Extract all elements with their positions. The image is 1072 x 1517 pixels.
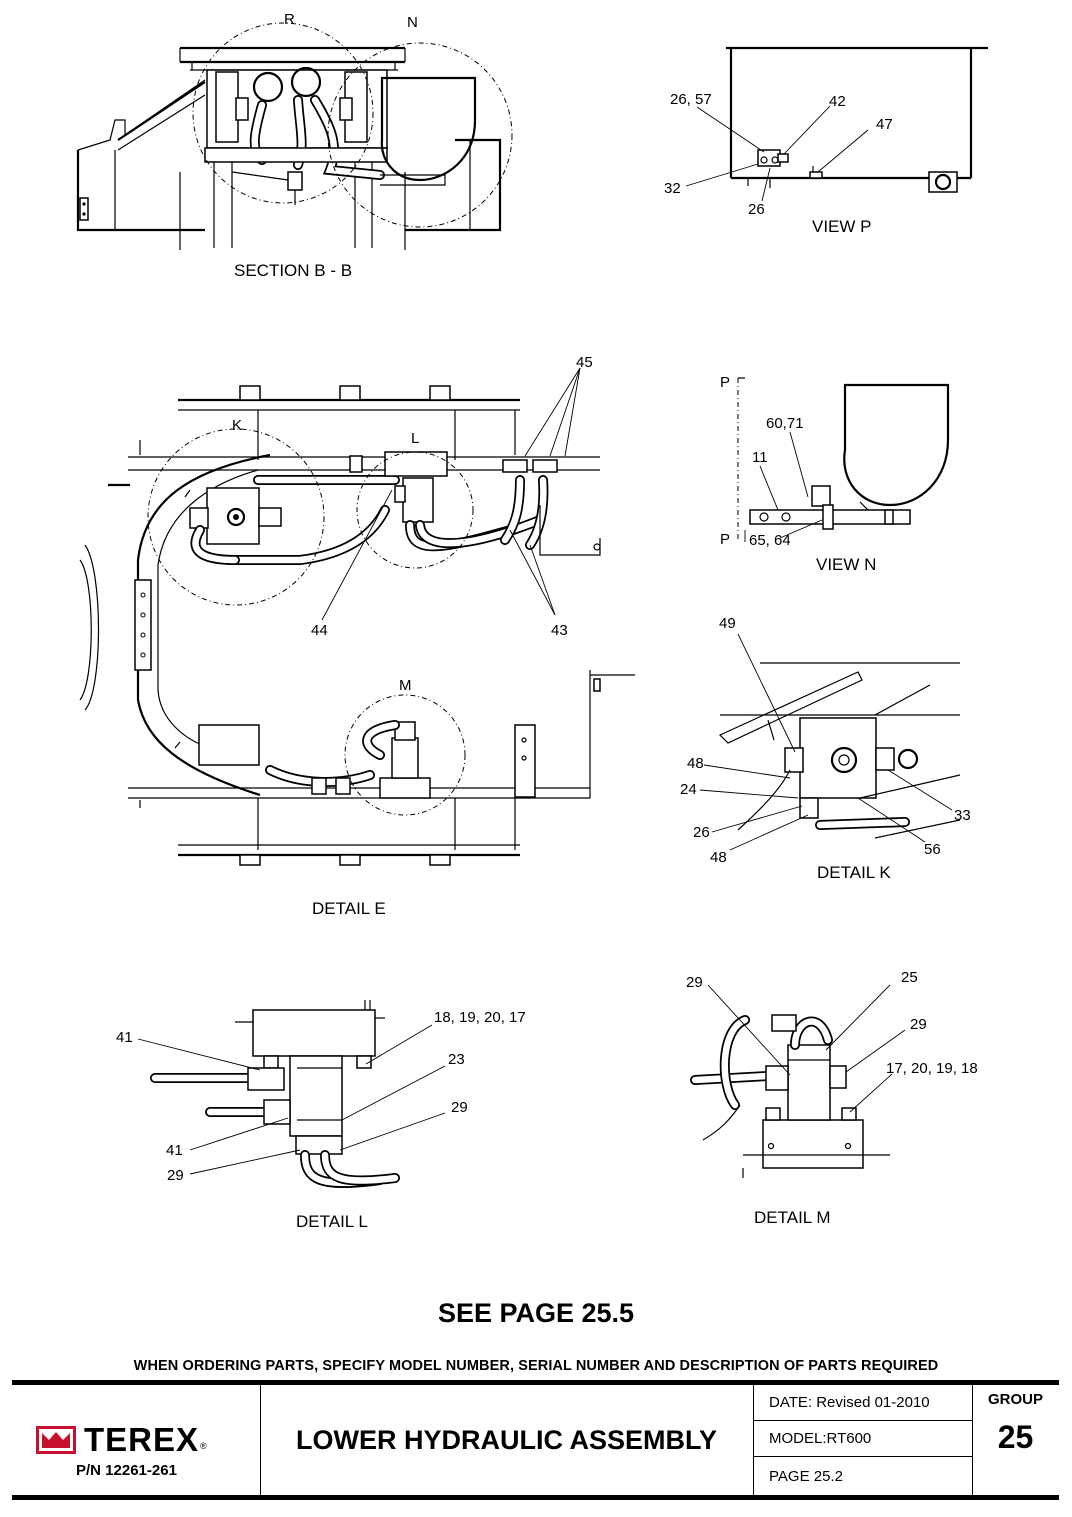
registered-mark: ® xyxy=(200,1441,207,1451)
view-n: P P 60,71 11 65, 64 VIEW N xyxy=(720,374,950,574)
svg-text:11: 11 xyxy=(752,449,768,466)
svg-text:26, 57: 26, 57 xyxy=(670,91,712,108)
svg-text:29: 29 xyxy=(451,1099,468,1116)
view-n-caption: VIEW N xyxy=(816,555,876,574)
svg-text:18, 19, 20, 17: 18, 19, 20, 17 xyxy=(434,1009,526,1026)
terex-crown-icon xyxy=(36,1426,76,1454)
detail-m-caption: DETAIL M xyxy=(754,1208,831,1227)
svg-text:N: N xyxy=(407,14,418,31)
detail-m: 29 25 29 17, 20, 19, 18 DETAIL M xyxy=(686,969,978,1227)
detail-l: 41 18, 19, 20, 17 23 29 41 29 DETAIL L xyxy=(116,1000,526,1231)
logo-cell: TEREX ® P/N 12261-261 xyxy=(12,1385,261,1495)
group-label: GROUP xyxy=(987,1391,1043,1408)
svg-text:43: 43 xyxy=(551,622,568,639)
svg-text:32: 32 xyxy=(664,180,681,197)
part-number: P/N 12261-261 xyxy=(76,1462,177,1479)
svg-text:P: P xyxy=(720,374,730,391)
svg-text:44: 44 xyxy=(311,622,328,639)
drawing-title: LOWER HYDRAULIC ASSEMBLY xyxy=(260,1385,754,1495)
group-cell: GROUP 25 xyxy=(972,1385,1059,1495)
svg-text:17, 20, 19, 18: 17, 20, 19, 18 xyxy=(886,1060,978,1077)
svg-text:M: M xyxy=(399,677,412,694)
detail-l-caption: DETAIL L xyxy=(296,1212,368,1231)
date-cell: DATE: Revised 01-2010 xyxy=(753,1385,972,1421)
view-p: 26, 57 42 47 32 26 VIEW P xyxy=(664,46,988,236)
svg-text:49: 49 xyxy=(719,615,736,632)
svg-text:56: 56 xyxy=(924,841,941,858)
group-number: 25 xyxy=(997,1419,1034,1455)
svg-text:41: 41 xyxy=(116,1029,133,1046)
svg-text:41: 41 xyxy=(166,1142,183,1159)
parts-diagram: R N SECTION B - B 26, 57 42 47 32 26 VIE… xyxy=(76,11,988,1231)
terex-logo: TEREX ® xyxy=(36,1421,207,1459)
svg-text:42: 42 xyxy=(829,93,846,110)
brand-name: TEREX xyxy=(84,1421,200,1458)
svg-text:45: 45 xyxy=(576,354,593,371)
detail-e-caption: DETAIL E xyxy=(312,899,386,918)
section-bb-caption: SECTION B - B xyxy=(234,261,352,280)
model-cell: MODEL:RT600 xyxy=(753,1421,972,1457)
info-cells: DATE: Revised 01-2010 MODEL:RT600 PAGE 2… xyxy=(753,1385,973,1495)
svg-text:25: 25 xyxy=(901,969,918,986)
svg-text:23: 23 xyxy=(448,1051,465,1068)
svg-text:48: 48 xyxy=(710,849,727,866)
svg-text:R: R xyxy=(284,11,295,28)
see-page-note: SEE PAGE 25.5 xyxy=(437,1298,635,1328)
svg-text:L: L xyxy=(411,430,419,447)
svg-text:29: 29 xyxy=(910,1016,927,1033)
svg-text:P: P xyxy=(720,531,730,548)
svg-text:65, 64: 65, 64 xyxy=(749,532,791,549)
ordering-notice: WHEN ORDERING PARTS, SPECIFY MODEL NUMBE… xyxy=(133,1358,939,1374)
svg-text:47: 47 xyxy=(876,116,893,133)
page-cell: PAGE 25.2 xyxy=(769,1467,843,1485)
svg-text:48: 48 xyxy=(687,755,704,772)
svg-text:26: 26 xyxy=(693,824,710,841)
svg-text:29: 29 xyxy=(167,1167,184,1184)
svg-text:60,71: 60,71 xyxy=(766,415,804,432)
svg-text:33: 33 xyxy=(954,807,971,824)
view-p-caption: VIEW P xyxy=(812,217,872,236)
detail-k-caption: DETAIL K xyxy=(817,863,891,882)
svg-text:K: K xyxy=(232,417,242,434)
svg-text:26: 26 xyxy=(748,201,765,218)
svg-text:24: 24 xyxy=(680,781,697,798)
title-block: TEREX ® P/N 12261-261 LOWER HYDRAULIC AS… xyxy=(12,1380,1059,1500)
section-bb-view: R N SECTION B - B xyxy=(76,11,513,280)
detail-e: K L M 45 44 43 DETAIL E xyxy=(79,354,635,918)
detail-k: 49 48 24 26 48 33 56 DETAIL K xyxy=(680,615,971,882)
svg-text:29: 29 xyxy=(686,974,703,991)
